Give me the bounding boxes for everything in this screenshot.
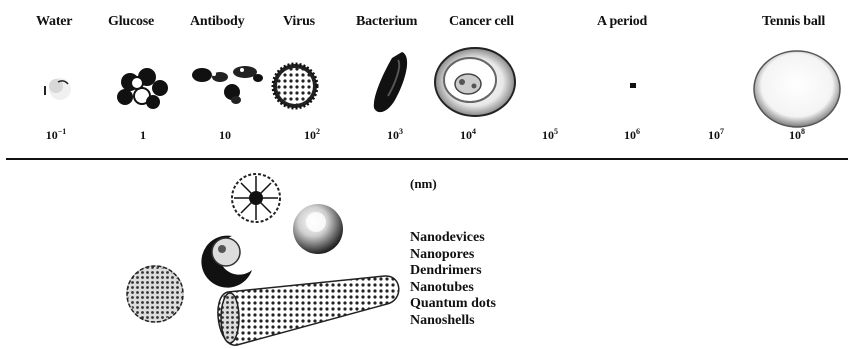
tick-label: 103 bbox=[387, 128, 403, 143]
label-virus: Virus bbox=[283, 14, 315, 30]
list-item: Nanodevices bbox=[410, 230, 496, 247]
nanopore-icon bbox=[201, 236, 252, 288]
virus-icon bbox=[273, 64, 317, 108]
tick-label: 102 bbox=[304, 128, 320, 143]
label-bacterium: Bacterium bbox=[356, 14, 417, 30]
nanotube-icon bbox=[218, 276, 399, 345]
label-antibody: Antibody bbox=[190, 14, 244, 30]
bacterium-icon bbox=[374, 52, 407, 112]
tick-label: 10−1 bbox=[46, 128, 67, 143]
list-item: Nanoshells bbox=[410, 313, 496, 330]
nanoshell-icon bbox=[293, 204, 343, 254]
list-item: Nanotubes bbox=[410, 280, 496, 297]
tick-label: 104 bbox=[460, 128, 476, 143]
cancer-cell-icon bbox=[435, 48, 515, 116]
label-glucose: Glucose bbox=[108, 14, 154, 30]
tennis-ball-icon bbox=[754, 51, 840, 127]
water-molecule-icon bbox=[44, 78, 71, 100]
period-dot-icon bbox=[630, 83, 636, 88]
tick-label: 107 bbox=[708, 128, 724, 143]
tick-label: 1 bbox=[140, 128, 146, 143]
tick-label: 106 bbox=[624, 128, 640, 143]
nanomaterials-list: Nanodevices Nanopores Dendrimers Nanotub… bbox=[410, 230, 496, 329]
label-a-period: A period bbox=[597, 14, 647, 30]
label-cancer-cell: Cancer cell bbox=[449, 14, 514, 30]
tick-label: 108 bbox=[789, 128, 805, 143]
list-item: Nanopores bbox=[410, 247, 496, 264]
nanodevice-icon bbox=[232, 174, 280, 222]
label-tennis-ball: Tennis ball bbox=[762, 14, 825, 30]
list-item: Dendrimers bbox=[410, 263, 496, 280]
list-item: Quantum dots bbox=[410, 296, 496, 313]
tick-label: 105 bbox=[542, 128, 558, 143]
scale-axis-line bbox=[6, 158, 848, 160]
label-water: Water bbox=[36, 14, 72, 30]
glucose-molecule-icon bbox=[117, 68, 168, 109]
dendrimer-icon bbox=[127, 266, 183, 322]
antibody-icon bbox=[192, 66, 263, 104]
tick-label: 10 bbox=[219, 128, 231, 143]
unit-label: (nm) bbox=[410, 176, 437, 192]
